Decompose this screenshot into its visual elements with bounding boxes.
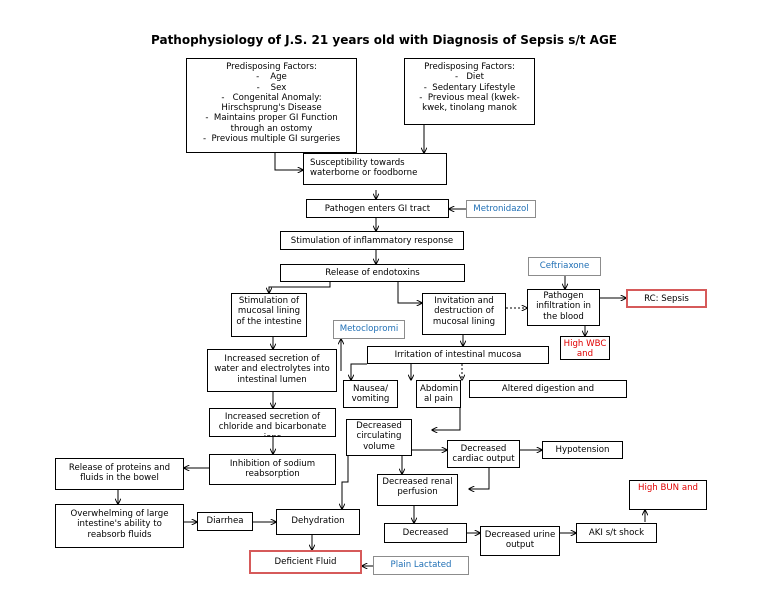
arrow-endotoxins-to-stimulation	[269, 282, 331, 293]
predisposing-right-item: - Sedentary Lifestyle	[423, 82, 516, 93]
arrow-endotoxins-to-invitation	[397, 282, 422, 303]
node-altered-digestion: Altered digestion and	[469, 380, 627, 398]
node-abdominal-pain: Abdomin al pain	[416, 380, 461, 408]
node-dehydration: Dehydration	[276, 509, 360, 535]
node-invitation-destruction: Invitation and destruction of mucosal li…	[422, 293, 506, 335]
predisposing-left-heading: Predisposing Factors:	[226, 62, 317, 72]
arrow-circulating-to-dehydration	[342, 455, 349, 509]
diagnosis-deficient-fluid: Deficient Fluid	[249, 550, 362, 574]
med-plain-lactated: Plain Lactated	[373, 556, 469, 575]
predisposing-right-item: - Previous meal (kwek-kwek, tinolang man…	[419, 92, 520, 114]
predisposing-left-item: - Sex	[256, 82, 287, 93]
node-decreased-circulating: Decreased circulating volume	[346, 419, 412, 456]
arrow-left-factors-to-susceptibility	[274, 153, 303, 170]
node-release-endotoxins: Release of endotoxins	[280, 264, 465, 282]
lab-high-bun: High BUN and	[629, 480, 707, 510]
node-decreased-urine: Decreased urine output	[480, 526, 560, 556]
arrow-cardiac-to-renal	[469, 468, 490, 489]
node-increased-secretion-water: Increased secretion of water and electro…	[207, 349, 337, 392]
predisposing-factors-right: Predisposing Factors: - Diet - Sedentary…	[404, 58, 535, 125]
node-decreased-cardiac: Decreased cardiac output	[447, 440, 520, 468]
node-inhibition-sodium: Inhibition of sodium reabsorption	[209, 454, 336, 485]
node-release-proteins: Release of proteins and fluids in the bo…	[55, 458, 184, 490]
diagnosis-rc-sepsis: RC: Sepsis	[626, 289, 707, 308]
node-susceptibility: Susceptibility towards waterborne or foo…	[303, 153, 447, 185]
med-metronidazol: Metronidazol	[466, 200, 536, 218]
node-overwhelming: Overwhelming of large intestine's abilit…	[55, 504, 184, 548]
node-irritation-mucosa: Irritation of intestinal mucosa	[367, 346, 549, 364]
predisposing-left-item: - Maintains proper GI Function through a…	[205, 113, 338, 134]
arrow-irritation-to-nausea	[351, 363, 367, 380]
predisposing-left-item: - Age	[256, 72, 287, 83]
med-metoclopromi: Metoclopromi	[333, 320, 405, 339]
node-diarrhea: Diarrhea	[197, 512, 253, 531]
node-pathogen-enters: Pathogen enters GI tract	[306, 199, 449, 218]
node-increased-secretion-chloride: Increased secretion of chloride and bica…	[209, 408, 336, 437]
node-nausea-vomiting: Nausea/ vomiting	[343, 380, 398, 408]
predisposing-factors-left: Predisposing Factors: - Age - Sex - Cong…	[186, 58, 357, 153]
node-stimulation-mucosal: Stimulation of mucosal lining of the int…	[231, 293, 307, 337]
node-pathogen-infiltration: Pathogen infiltration in the blood	[527, 289, 600, 326]
med-ceftriaxone: Ceftriaxone	[528, 257, 601, 276]
node-decreased-gfr: Decreased	[384, 523, 467, 543]
node-hypotension: Hypotension	[542, 441, 623, 459]
diagram-title: Pathophysiology of J.S. 21 years old wit…	[151, 33, 617, 47]
predisposing-left-item: - Congenital Anomaly: Hirschsprung's Dis…	[221, 92, 322, 114]
predisposing-left-item: - Previous multiple GI surgeries	[202, 134, 341, 145]
lab-high-wbc: High WBC and	[560, 336, 610, 360]
node-stimulation-inflammatory: Stimulation of inflammatory response	[280, 231, 464, 250]
node-decreased-renal: Decreased renal perfusion	[377, 474, 458, 506]
node-aki: AKI s/t shock	[576, 523, 657, 543]
predisposing-right-item: - Diet	[455, 72, 484, 83]
predisposing-right-heading: Predisposing Factors:	[424, 62, 515, 72]
